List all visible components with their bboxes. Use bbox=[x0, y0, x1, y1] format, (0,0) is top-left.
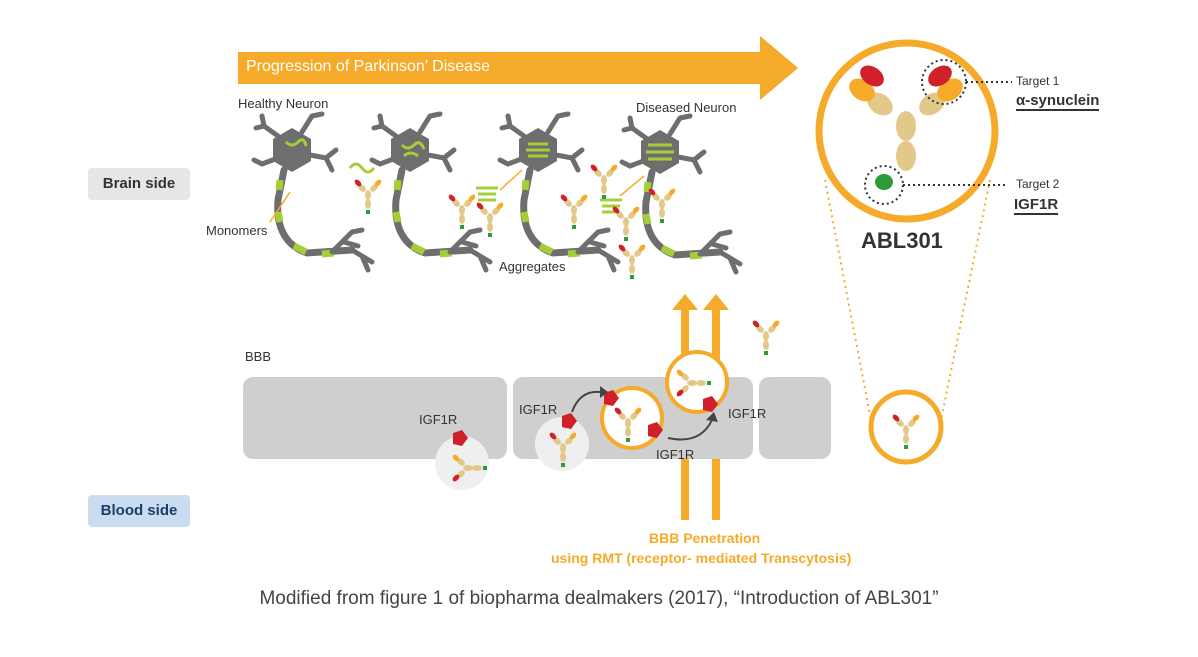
igf1r-receptor-3 bbox=[604, 390, 619, 406]
igf1r-receptor-2 bbox=[562, 413, 577, 429]
antibody-brain-6 bbox=[611, 205, 641, 241]
abl301-antibody bbox=[849, 65, 963, 190]
igf1r-receptor-1 bbox=[453, 430, 468, 446]
monomers-pointer bbox=[269, 191, 291, 223]
monomers-label: Monomers bbox=[206, 223, 268, 238]
neuron-healthy bbox=[254, 114, 372, 270]
target2-label: Target 2 bbox=[1016, 177, 1060, 191]
bbb-cell-3 bbox=[759, 377, 831, 459]
progression-label: Progression of Parkinson’ Disease bbox=[246, 58, 490, 75]
neuron-3 bbox=[500, 114, 618, 270]
antibody-brain-2 bbox=[447, 193, 477, 229]
antibody-brain-1 bbox=[353, 178, 383, 214]
igf1r-label-4: IGF1R bbox=[728, 406, 767, 421]
progression-arrow bbox=[238, 36, 798, 100]
monomer-free bbox=[348, 162, 376, 174]
brain-side-label: Brain side bbox=[88, 168, 190, 200]
healthy-neuron-label: Healthy Neuron bbox=[238, 96, 329, 111]
figure-caption: Modified from figure 1 of biopharma deal… bbox=[259, 588, 939, 609]
aggregates-pointer-1 bbox=[499, 169, 523, 191]
transition-arrow-1 bbox=[571, 390, 601, 413]
target2-name: IGF1R bbox=[1014, 196, 1059, 215]
igf1r-receptor-5 bbox=[703, 396, 718, 412]
antibody-brain-4 bbox=[559, 193, 589, 229]
bbb-label: BBB bbox=[245, 349, 272, 364]
blood-side-label: Blood side bbox=[88, 495, 190, 527]
aggregate-1 bbox=[476, 186, 498, 202]
igf1r-receptor-4 bbox=[648, 422, 663, 438]
abl301-title: ABL301 bbox=[861, 228, 943, 253]
antibody-brain-5 bbox=[589, 163, 619, 199]
penetration-line-2: using RMT (receptor- mediated Transcytos… bbox=[551, 550, 852, 566]
penetration-line-1: BBB Penetration bbox=[649, 530, 761, 546]
antibody-brain-7 bbox=[647, 187, 677, 223]
transition-arrow-2 bbox=[667, 419, 713, 441]
target1-name: α-synuclein bbox=[1016, 92, 1100, 111]
zoom-line-right bbox=[940, 179, 991, 421]
antibody-brain-9 bbox=[751, 319, 781, 355]
target1-label: Target 1 bbox=[1016, 74, 1060, 88]
diseased-neuron-label: Diseased Neuron bbox=[636, 100, 737, 115]
igf1r-label-2: IGF1R bbox=[519, 402, 558, 417]
neuron-2 bbox=[372, 114, 490, 270]
antibody-brain-8 bbox=[617, 243, 647, 279]
neuron-diseased bbox=[622, 116, 740, 272]
zoom-line-left bbox=[824, 179, 872, 421]
igf1r-label-1: IGF1R bbox=[419, 412, 458, 427]
aggregates-pointer-2 bbox=[619, 175, 645, 197]
bbb-cell-1 bbox=[243, 377, 507, 459]
aggregates-label: Aggregates bbox=[499, 259, 566, 274]
igf1r-label-3: IGF1R bbox=[656, 447, 695, 462]
